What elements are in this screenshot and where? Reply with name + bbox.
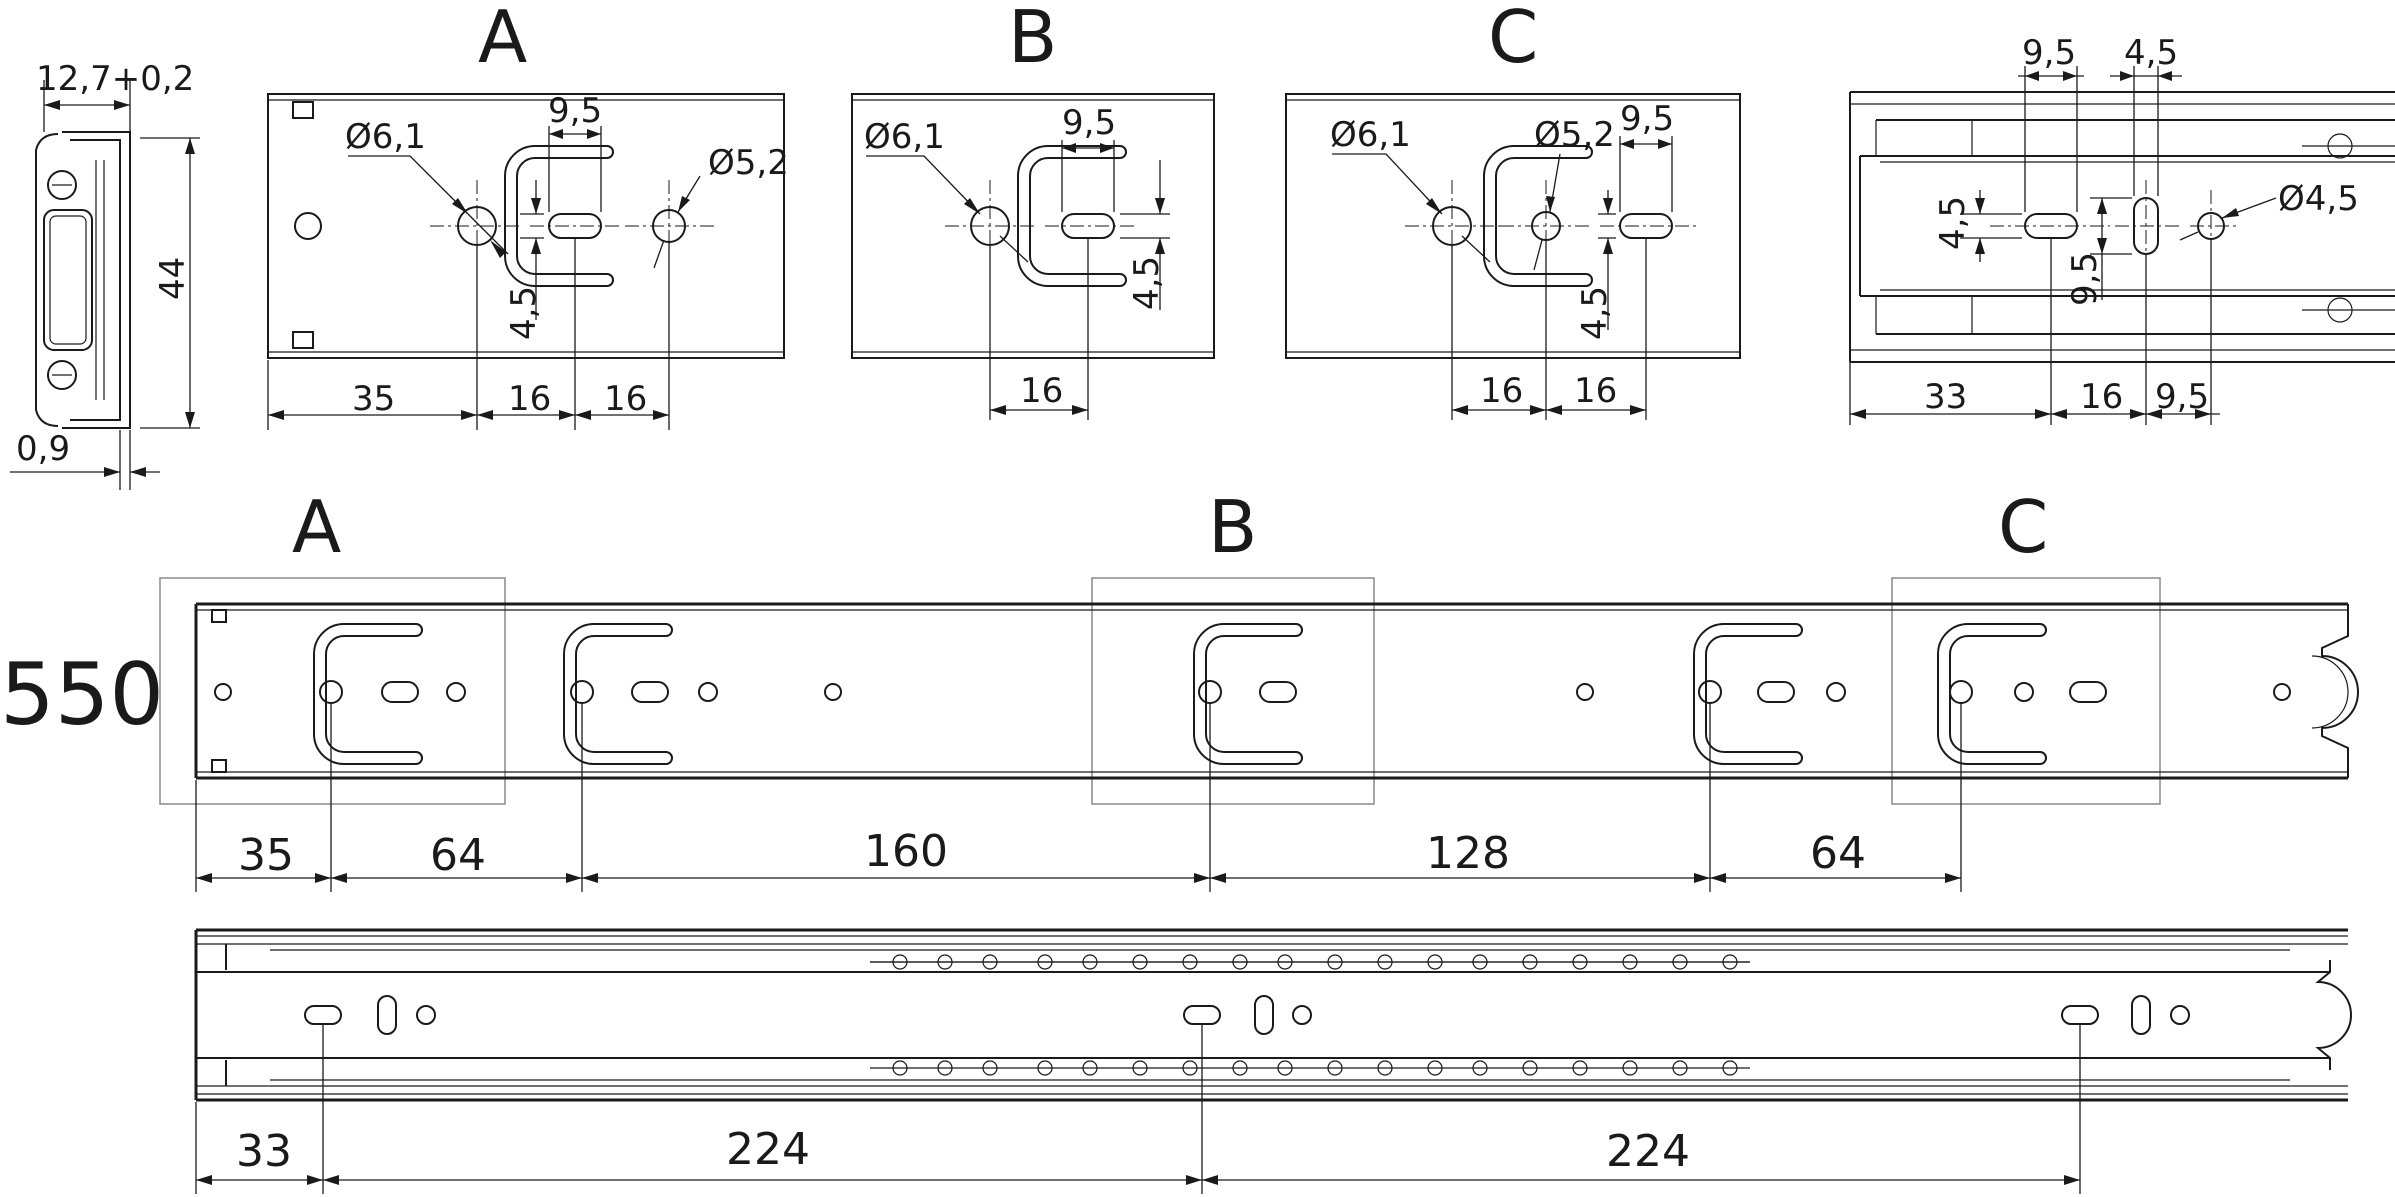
detail-a-letter: A: [478, 0, 527, 79]
detail-a-d1-label: Ø6,1: [345, 117, 426, 157]
detail-a: A Ø6,1 9,5 Ø5,2 4,5 35: [267, 0, 789, 430]
rail-dim-2: 160: [864, 826, 948, 877]
inner-detail-slot-vw-label: 4,5: [2124, 33, 2178, 73]
rail-dim-3: 128: [1426, 828, 1510, 879]
inner-detail-x1-label: 33: [1924, 377, 1967, 417]
detail-a-x2-label: 16: [508, 379, 551, 419]
inner-detail-slot-h-label: 4,5: [1933, 196, 1973, 250]
inner-detail-d-label: Ø4,5: [2278, 179, 2359, 219]
inner-rail-holes: [304, 995, 2190, 1035]
main-rail: 550 A B C: [0, 485, 2359, 892]
inner-member-detail: 9,5 4,5 4,5 9,5 Ø4,5 33 16 9,5: [1849, 33, 2395, 425]
detail-c-letter: C: [1488, 0, 1538, 79]
inner-rail-dim-0: 33: [236, 1126, 292, 1177]
detail-c-d1-label: Ø6,1: [1330, 115, 1411, 155]
rail-label-b: B: [1208, 485, 1257, 569]
inner-rail: 33 224 224: [194, 928, 2352, 1194]
detail-a-d2-label: Ø5,2: [708, 143, 789, 183]
ball-bearings-bottom: [892, 1060, 1738, 1076]
detail-a-slot-h-label: 4,5: [504, 286, 544, 340]
section-gap-label: 0,9: [16, 429, 70, 469]
detail-b-d1-label: Ø6,1: [864, 117, 945, 157]
detail-b-x1-label: 16: [1020, 371, 1063, 411]
detail-b-slot-label: 9,5: [1062, 103, 1116, 143]
detail-c: C Ø6,1 Ø5,2 9,5 4,5 16 16: [1285, 0, 1741, 420]
inner-detail-slot-w-label: 9,5: [2022, 33, 2076, 73]
section-width-label: 12,7+0,2: [36, 59, 194, 99]
inner-detail-x2-label: 16: [2080, 377, 2123, 417]
inner-detail-x3-label: 9,5: [2155, 377, 2209, 417]
rail-brackets: [313, 623, 2047, 765]
rail-dim-0: 35: [238, 830, 294, 881]
detail-c-d2-label: Ø5,2: [1534, 115, 1615, 155]
detail-a-slot-label: 9,5: [548, 91, 602, 131]
rail-label-a: A: [292, 485, 341, 569]
detail-b-slot-h-label: 4,5: [1127, 256, 1167, 310]
inner-rail-dim-1: 224: [726, 1124, 810, 1175]
detail-a-x1-label: 35: [352, 379, 395, 419]
detail-a-x3-label: 16: [604, 379, 647, 419]
section-height-label: 44: [153, 257, 193, 300]
detail-b-letter: B: [1008, 0, 1057, 79]
rail-dim-4: 64: [1810, 828, 1866, 879]
rail-label-c: C: [1998, 485, 2048, 569]
profile-section: 12,7+0,2 44 0,9: [10, 59, 200, 490]
inner-rail-dim-2: 224: [1606, 1126, 1690, 1177]
ball-bearings-top: [892, 954, 1738, 970]
rail-dim-1: 64: [430, 830, 486, 881]
detail-b: B Ø6,1 9,5 4,5 16: [851, 0, 1215, 420]
detail-c-x2-label: 16: [1574, 371, 1617, 411]
detail-c-x1-label: 16: [1480, 371, 1523, 411]
rail-holes: [214, 680, 2291, 704]
detail-c-slot-label: 9,5: [1620, 99, 1674, 139]
rail-length-label: 550: [0, 645, 164, 745]
inner-detail-slot-vh-label: 9,5: [2065, 252, 2105, 306]
detail-c-slot-h-label: 4,5: [1575, 286, 1615, 340]
